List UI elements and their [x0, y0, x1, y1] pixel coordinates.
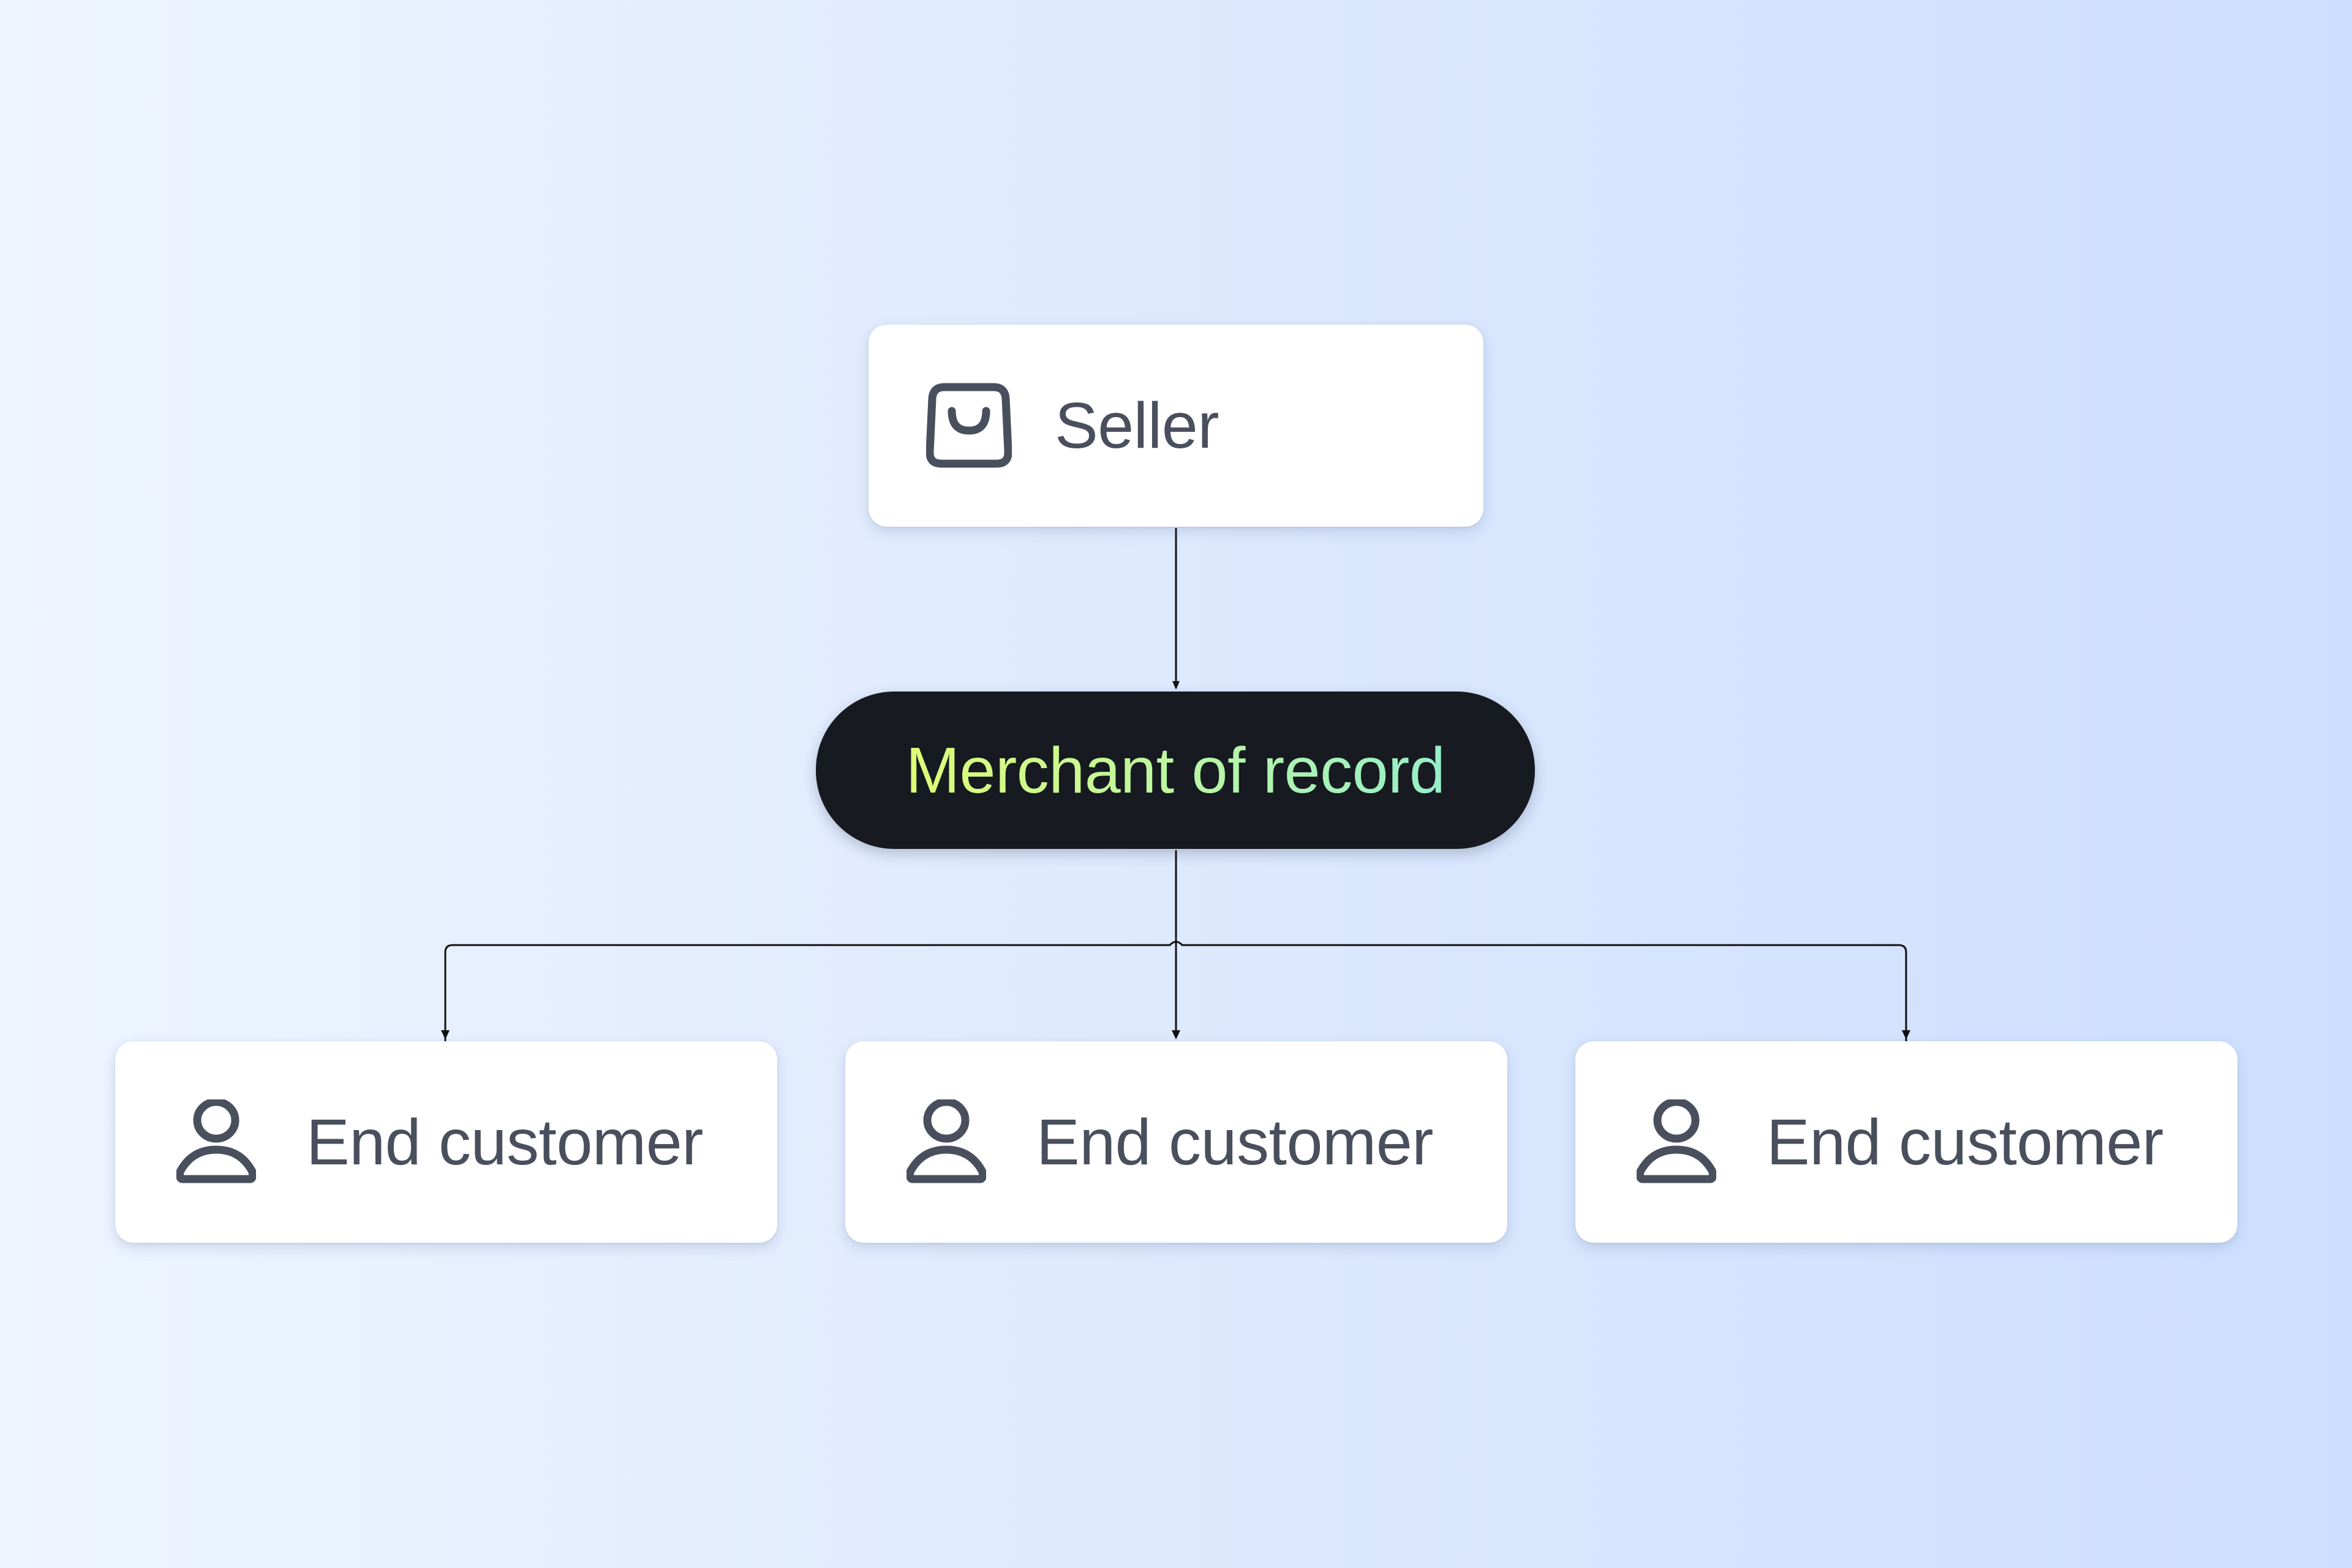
end-customer-label: End customer — [306, 1106, 703, 1178]
seller-node[interactable]: Seller — [869, 325, 1483, 527]
end-customer-label: End customer — [1036, 1106, 1433, 1178]
edge-distribution-bus — [444, 941, 1907, 1041]
seller-label: Seller — [1055, 390, 1219, 462]
merchant-of-record-label: Merchant of record — [905, 734, 1446, 807]
end-customer-node-2[interactable]: End customer — [845, 1041, 1507, 1243]
edge-merchant-to-customer-3 — [1902, 1030, 1910, 1039]
user-icon — [1637, 1099, 1716, 1183]
edge-merchant-to-customer-2 — [1172, 941, 1180, 1039]
user-icon — [907, 1099, 986, 1183]
edge-seller-to-merchant — [1172, 528, 1180, 690]
user-icon — [176, 1099, 256, 1183]
merchant-of-record-node[interactable]: Merchant of record — [816, 692, 1535, 849]
edge-merchant-to-customer-1 — [441, 1030, 450, 1039]
shopping-bag-icon — [926, 383, 1012, 468]
end-customer-node-3[interactable]: End customer — [1575, 1041, 2237, 1243]
end-customer-label: End customer — [1766, 1106, 2163, 1178]
end-customer-node-1[interactable]: End customer — [115, 1041, 777, 1243]
